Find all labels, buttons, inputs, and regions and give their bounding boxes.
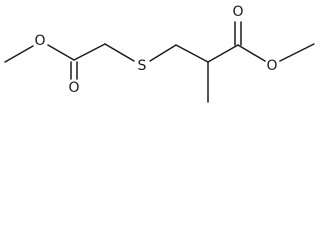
atom-o-carbonyl-right: O [232, 4, 243, 20]
bond-carbonyl-o-right [237, 44, 266, 62]
bond-methyl-o-left [4, 45, 34, 63]
bond-ch2-s [104, 43, 135, 62]
molecule-diagram: O O S O O [0, 0, 320, 118]
atom-s-thioether: S [138, 58, 147, 74]
bond-ch-carbonyl-carbon-right [207, 44, 239, 63]
bond-carbonyl-ch2-left [73, 43, 106, 61]
atom-o-methoxy-right: O [266, 58, 277, 74]
bond-ch2-ch-right [175, 44, 209, 63]
atom-o-methoxy-left: O [34, 33, 45, 49]
bond-o-carbonyl-carbon-left [47, 44, 75, 61]
structure-drawing: O O S O O [4, 4, 315, 103]
bond-s-ch2-right [149, 44, 177, 62]
bond-o-methyl-right [279, 43, 315, 62]
atom-o-carbonyl-left: O [68, 80, 79, 96]
